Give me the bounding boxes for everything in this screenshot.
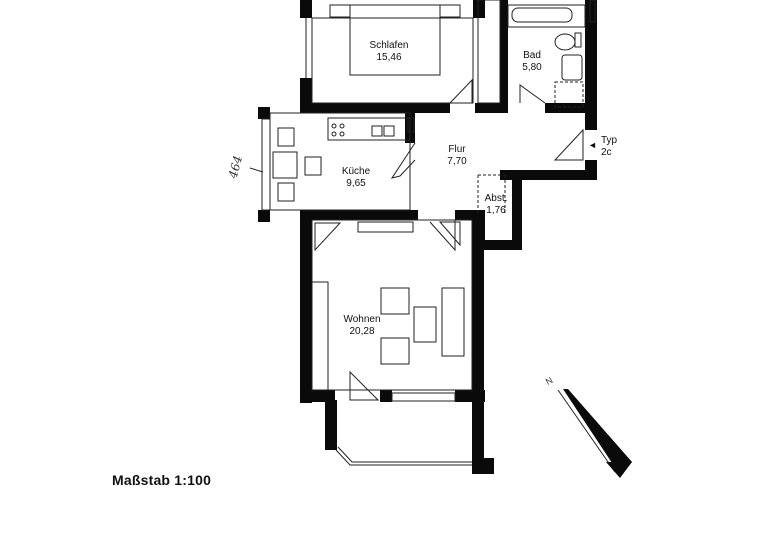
room-label-schlafen: Schlafen 15,46 (370, 40, 409, 64)
room-area: 20,28 (349, 326, 375, 337)
apartment-type-marker: Typ 2c (601, 135, 617, 159)
pipe-marker (485, 236, 489, 240)
scale-label: Maßstab 1:100 (112, 472, 212, 488)
room-area: 5,80 (522, 62, 542, 73)
room-area: 15,46 (376, 52, 402, 63)
room-label-bad: Bad 5,80 (522, 50, 541, 74)
room-label-abstellraum: Abst. 1,76 (485, 193, 508, 217)
room-name: Wohnen (343, 314, 381, 325)
room-label-wohnen: Wohnen 20,28 (343, 314, 380, 338)
thin-lines (249, 0, 616, 473)
room-label-flur: Flur 7,70 (447, 144, 466, 168)
room-area: 9,65 (346, 178, 366, 189)
north-arrow (563, 389, 632, 478)
room-name: Flur (448, 144, 466, 155)
room-name: Bad (523, 50, 541, 61)
type-value: 2c (601, 147, 612, 158)
type-arrow-icon: ◄ (588, 140, 597, 150)
room-name: Küche (341, 166, 371, 177)
room-area: 1,76 (486, 205, 506, 216)
room-name: Schlafen (369, 40, 409, 51)
room-name: Abst. (484, 193, 508, 204)
room-area: 7,70 (447, 156, 467, 167)
walls (258, 0, 597, 474)
type-label: Typ (601, 135, 618, 146)
room-label-kueche: Küche 9,65 (342, 166, 370, 190)
